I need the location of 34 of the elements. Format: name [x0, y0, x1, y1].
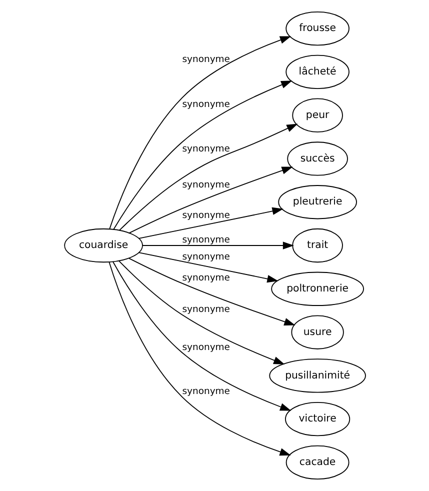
node-ellipse: pusillanimité	[268, 358, 366, 393]
edge-label: synonyme	[182, 304, 230, 315]
node-ellipse: poltronnerie	[270, 272, 364, 306]
node-ellipse: frousse	[285, 11, 349, 46]
node-ellipse: lâcheté	[285, 54, 349, 90]
node-ellipse: victoire	[284, 402, 350, 436]
node-ellipse: pleutrerie	[278, 185, 356, 220]
node-ellipse: peur	[292, 98, 342, 132]
arrow	[128, 258, 295, 326]
node-ellipse: couardise	[64, 228, 142, 263]
arrow	[118, 260, 284, 364]
edge-label: synonyme	[182, 54, 230, 65]
arrow	[118, 124, 298, 231]
arrow	[112, 261, 291, 411]
arrow	[142, 242, 294, 250]
edge-label: synonyme	[182, 342, 230, 353]
edge-label: synonyme	[182, 143, 230, 154]
node-ellipse: succès	[286, 142, 348, 176]
edge-label: synonyme	[182, 234, 230, 246]
edge-label: synonyme	[182, 251, 230, 262]
edge-label: synonyme	[182, 272, 230, 284]
arrow	[138, 252, 278, 283]
edge-label: synonyme	[182, 179, 230, 190]
arrow	[128, 166, 292, 234]
arrow	[138, 207, 283, 239]
edge-label: synonyme	[182, 210, 230, 221]
edge-label: synonyme	[182, 99, 230, 110]
edge-label: synonyme	[182, 386, 230, 398]
arrow	[112, 80, 292, 230]
node-ellipse: trait	[292, 228, 342, 263]
node-ellipse: cacade	[285, 445, 349, 480]
arrow	[108, 36, 291, 230]
node-ellipse: usure	[290, 315, 344, 350]
arrow	[108, 262, 290, 456]
